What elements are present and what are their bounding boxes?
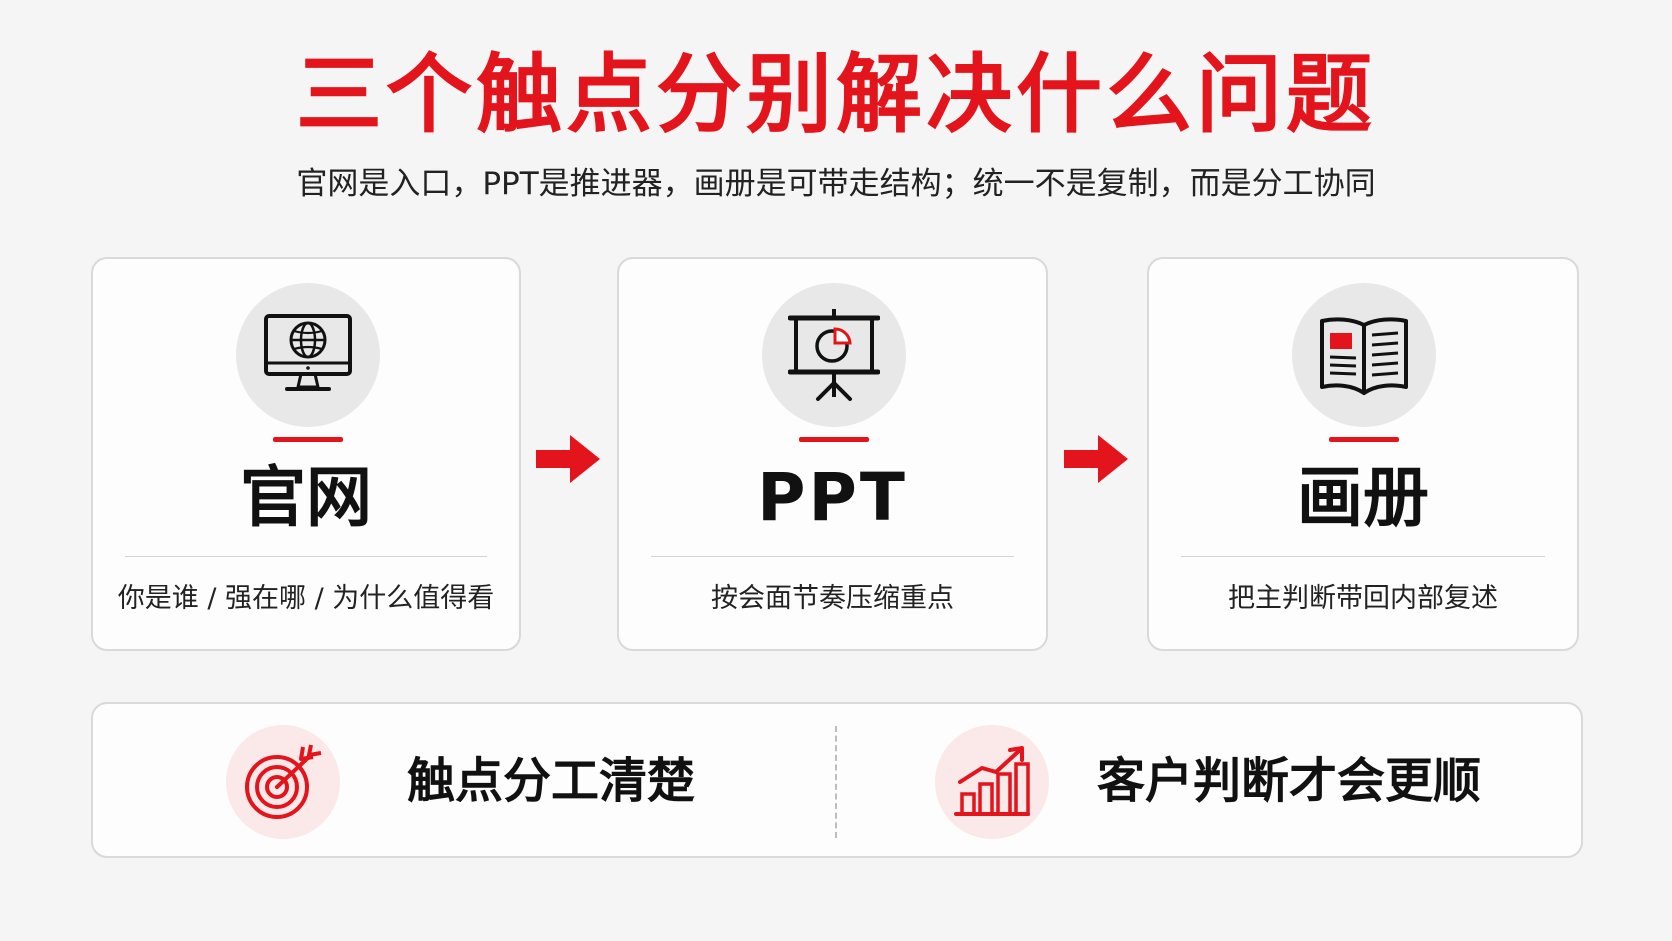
card-description: 把主判断带回内部复述 — [1228, 583, 1498, 614]
icon-circle — [236, 283, 380, 427]
icon-circle — [762, 283, 906, 427]
icon-circle — [1292, 283, 1436, 427]
card-divider — [125, 556, 487, 557]
page-subtitle: 官网是入口，PPT是推进器，画册是可带走结构；统一不是复制，而是分工协同 — [296, 166, 1376, 202]
monitor-globe-icon — [264, 314, 352, 391]
open-brochure-icon — [1320, 317, 1408, 395]
accent-bar — [1329, 437, 1399, 442]
presentation-board-icon — [788, 309, 880, 401]
summary-box: 触点分工清楚 客户判断才会更顺 — [91, 702, 1583, 858]
card-ppt: PPT 按会面节奏压缩重点 — [617, 257, 1048, 651]
arrow-right-icon — [1064, 435, 1128, 483]
summary-right-text: 客户判断才会更顺 — [1097, 753, 1482, 809]
card-title: 官网 — [240, 459, 372, 536]
card-title: PPT — [757, 459, 908, 536]
rising-bars-icon — [954, 746, 1030, 816]
accent-bar — [273, 437, 343, 442]
icon-circle — [935, 725, 1049, 839]
summary-left-text: 触点分工清楚 — [407, 753, 696, 809]
card-website: 官网 你是谁 / 强在哪 / 为什么值得看 — [91, 257, 521, 651]
card-description: 你是谁 / 强在哪 / 为什么值得看 — [117, 583, 495, 614]
card-brochure: 画册 把主判断带回内部复述 — [1147, 257, 1579, 651]
card-title: 画册 — [1297, 459, 1429, 536]
page-title: 三个触点分别解决什么问题 — [296, 45, 1376, 145]
card-description: 按会面节奏压缩重点 — [711, 583, 954, 614]
icon-circle — [226, 725, 340, 839]
accent-bar — [799, 437, 869, 442]
target-arrow-icon — [245, 744, 322, 819]
card-divider — [651, 556, 1014, 557]
arrow-right-icon — [536, 435, 600, 483]
card-divider — [1181, 556, 1545, 557]
dashed-divider — [835, 726, 837, 838]
